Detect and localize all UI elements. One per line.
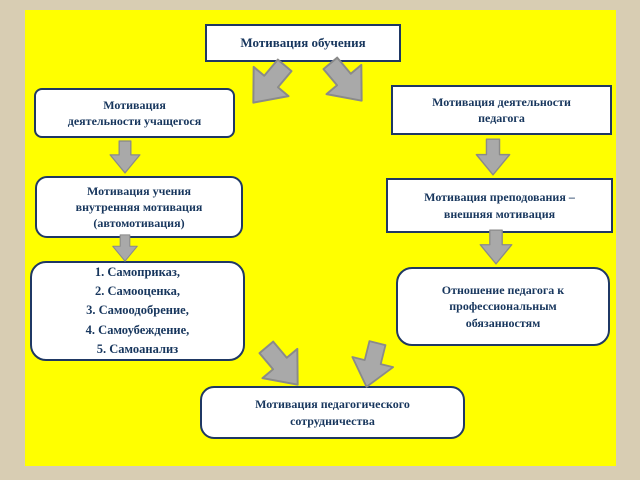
- arrow-down-icon: [110, 234, 140, 262]
- arrow-down-right-icon: [245, 329, 318, 402]
- node-student-activity-label: Мотивация деятельности учащегося: [67, 97, 202, 128]
- arrow-down-icon: [343, 335, 402, 395]
- arrow-down-right-icon: [309, 45, 382, 118]
- node-outer-motivation: Мотивация преподования – внешняя мотивац…: [386, 178, 613, 233]
- node-self-regulation-list: 1. Самоприказ, 2. Самооценка, 3. Самоодо…: [30, 261, 245, 361]
- node-learning-motivation-label: Мотивация обучения: [240, 35, 366, 51]
- node-attitude-label: Отношение педагога к профессиональным об…: [441, 283, 565, 330]
- node-student-activity: Мотивация деятельности учащегося: [34, 88, 235, 138]
- arrow-down-icon: [108, 140, 142, 174]
- node-learning-motivation: Мотивация обучения: [205, 24, 401, 62]
- node-cooperation: Мотивация педагогического сотрудничества: [200, 386, 465, 439]
- arrow-down-left-icon: [232, 47, 305, 120]
- node-teacher-activity: Мотивация деятельности педагога: [391, 85, 612, 135]
- arrow-down-icon: [478, 229, 514, 265]
- node-self-regulation-list-label: 1. Самоприказ, 2. Самооценка, 3. Самоодо…: [85, 264, 190, 357]
- node-attitude: Отношение педагога к профессиональным об…: [396, 267, 610, 346]
- node-inner-motivation: Мотивация учения внутренняя мотивация (а…: [35, 176, 243, 238]
- node-cooperation-label: Мотивация педагогического сотрудничества: [255, 397, 410, 428]
- node-teacher-activity-label: Мотивация деятельности педагога: [432, 94, 571, 125]
- node-inner-motivation-label: Мотивация учения внутренняя мотивация (а…: [75, 183, 203, 231]
- node-outer-motivation-label: Мотивация преподования – внешняя мотивац…: [424, 190, 575, 221]
- arrow-down-icon: [474, 138, 512, 176]
